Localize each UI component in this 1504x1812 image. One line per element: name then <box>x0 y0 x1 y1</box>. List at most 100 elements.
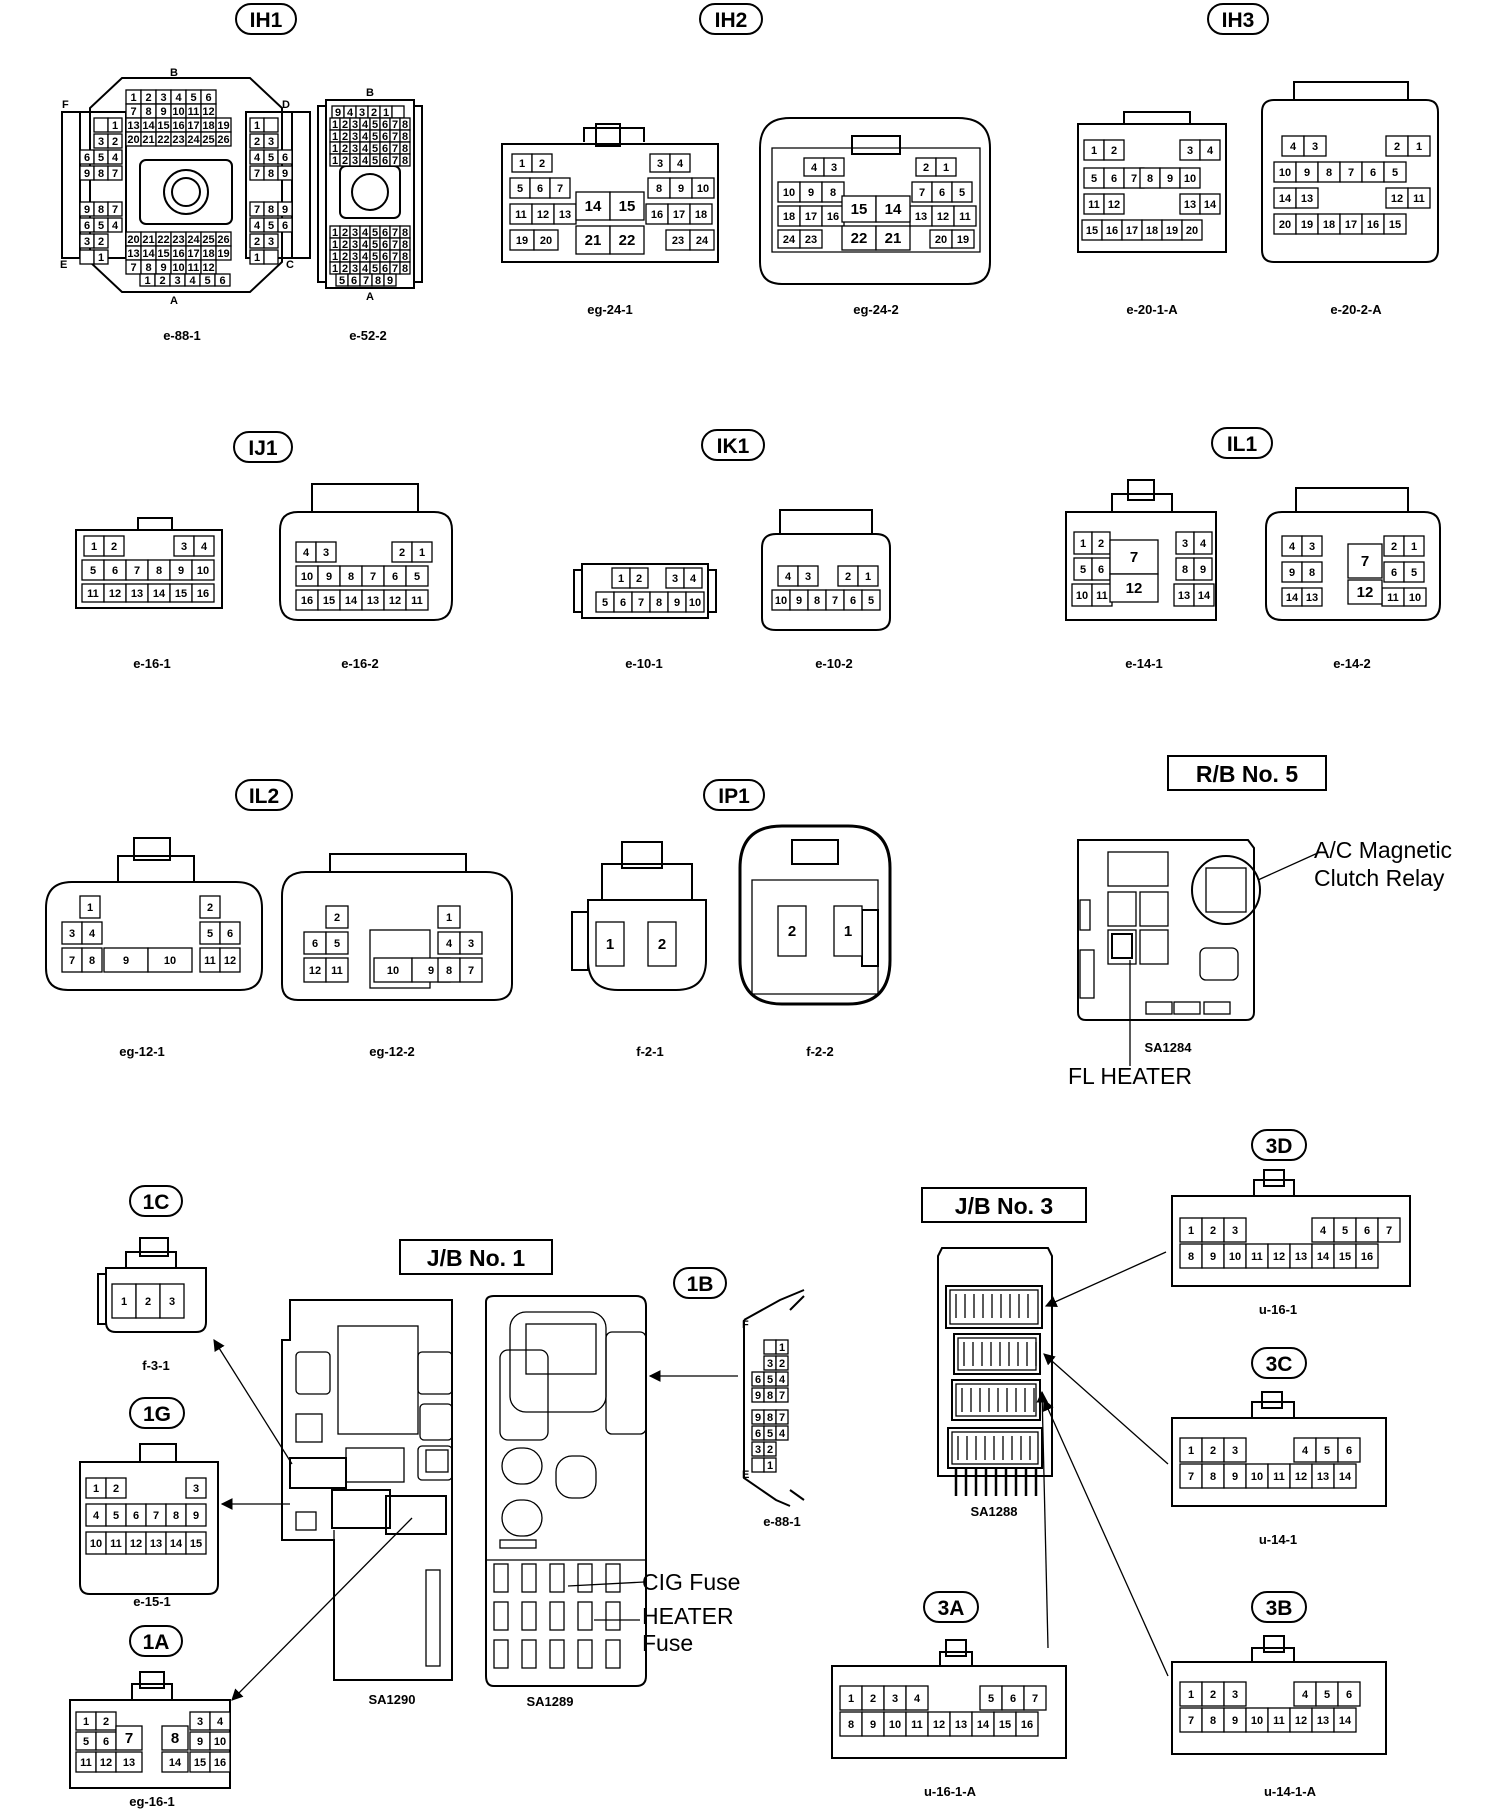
terminal-number: 6 <box>1364 1225 1370 1237</box>
fuse-slot <box>493 1639 509 1669</box>
terminal-number: 4 <box>201 541 208 553</box>
terminal-cell <box>821 181 845 203</box>
terminal-number: 8 <box>767 1412 773 1424</box>
fl-heater-fuse-icon <box>1111 933 1133 959</box>
terminal-number: 1 <box>1416 141 1422 153</box>
terminal-number: 4 <box>112 220 119 232</box>
terminal-number: 3 <box>1232 1689 1238 1701</box>
terminal-number: 3 <box>193 1483 199 1495</box>
terminal-cell <box>775 1355 789 1371</box>
header-3C: 3C <box>1251 1347 1307 1379</box>
code-e-10-1: e-10-1 <box>625 656 663 671</box>
svg-text:IL1: IL1 <box>1227 433 1258 456</box>
terminal-number: 8 <box>348 571 354 583</box>
terminal-cell <box>399 261 411 275</box>
terminal-cell <box>689 203 713 225</box>
terminal-number: 16 <box>827 211 839 223</box>
terminal-number: 8 <box>145 262 151 274</box>
terminal-number: 7 <box>370 571 376 583</box>
terminal-number: 3 <box>174 275 180 287</box>
svg-text:IH3: IH3 <box>1222 9 1255 32</box>
svg-text:3C: 3C <box>1266 1353 1293 1376</box>
terminal-cell <box>79 895 101 919</box>
terminal-number: 5 <box>372 155 378 167</box>
terminal-number: 8 <box>402 131 408 143</box>
terminal-number: 7 <box>1386 1225 1392 1237</box>
terminal-number: 8 <box>1210 1715 1216 1727</box>
terminal-number: 11 <box>188 106 200 118</box>
terminal-number: 6 <box>84 220 90 232</box>
terminal-number: 4 <box>175 92 182 104</box>
arrows <box>213 1251 1169 1701</box>
code-eg-16-1: eg-16-1 <box>129 1794 175 1809</box>
terminal-number: 24 <box>187 134 200 146</box>
terminal-number: 7 <box>392 119 398 131</box>
terminal-cell <box>1193 557 1213 581</box>
header-3A: 3A <box>923 1591 979 1623</box>
terminal-number: 8 <box>1210 1471 1216 1483</box>
terminal-number: 10 <box>783 187 795 199</box>
terminal-cell <box>111 1283 137 1319</box>
terminal-number: 2 <box>254 236 260 248</box>
terminal-cell <box>841 195 877 223</box>
terminal-number: 1 <box>332 119 338 131</box>
terminal-number: 3 <box>98 136 104 148</box>
terminal-number: 3 <box>352 143 358 155</box>
terminal-cell <box>191 583 215 603</box>
terminal-number: 7 <box>112 168 118 180</box>
terminal-number: 5 <box>1091 173 1097 185</box>
terminal-cell <box>1109 539 1159 575</box>
terminal-number: 1 <box>332 227 338 239</box>
terminal-number: 6 <box>282 152 288 164</box>
terminal-cell <box>161 1751 189 1773</box>
terminal-number: 7 <box>112 204 118 216</box>
terminal-number: 20 <box>1279 219 1291 231</box>
terminal-number: 1 <box>767 1460 773 1472</box>
terminal-number: 6 <box>1346 1689 1352 1701</box>
terminal-number: 1 <box>254 252 260 264</box>
terminal-number: 19 <box>217 248 229 260</box>
terminal-cell <box>953 205 977 227</box>
terminal-number: 9 <box>1289 567 1295 579</box>
terminal-cell <box>1179 167 1201 189</box>
arrow-1A <box>231 1517 413 1701</box>
terminal-number: 12 <box>202 106 214 118</box>
terminal-number: 12 <box>389 595 401 607</box>
terminal-number: 16 <box>301 595 313 607</box>
terminal-cell <box>325 905 349 929</box>
terminal-number: 3 <box>1309 541 1315 553</box>
terminal-cell <box>1383 161 1407 183</box>
terminal-number: 20 <box>935 234 947 246</box>
terminal-number: 8 <box>402 251 408 263</box>
terminal-number: 2 <box>1210 1225 1216 1237</box>
terminal-number: 12 <box>537 209 549 221</box>
terminal-number: 8 <box>1188 1251 1194 1263</box>
terminal-cell <box>763 1457 777 1473</box>
terminal-cell <box>325 957 349 983</box>
terminal-number: 2 <box>923 162 929 174</box>
terminal-number: 14 <box>153 588 166 600</box>
header-IH2: IH2 <box>699 3 763 35</box>
terminal-number: 13 <box>131 588 143 600</box>
terminal-cell <box>107 117 123 133</box>
terminal-number: 13 <box>955 1719 967 1731</box>
code-u-14-1-A: u-14-1-A <box>1264 1784 1317 1799</box>
code-u-16-1-A: u-16-1-A <box>924 1784 977 1799</box>
svg-text:IP1: IP1 <box>718 785 750 808</box>
terminal-number: 3 <box>352 263 358 275</box>
terminal-cell <box>689 229 715 251</box>
header-3B: 3B <box>1251 1591 1307 1623</box>
terminal-number: 26 <box>217 234 229 246</box>
fuse-slot <box>577 1601 593 1631</box>
terminal-number: 9 <box>326 571 332 583</box>
terminal-number: 8 <box>268 204 274 216</box>
terminal-cell <box>215 131 232 147</box>
terminal-number: 13 <box>915 211 927 223</box>
terminal-number: 5 <box>767 1428 773 1440</box>
terminal-number: 2 <box>1098 538 1104 550</box>
terminal-number: 3 <box>323 547 329 559</box>
terminal-number: 9 <box>755 1412 761 1424</box>
